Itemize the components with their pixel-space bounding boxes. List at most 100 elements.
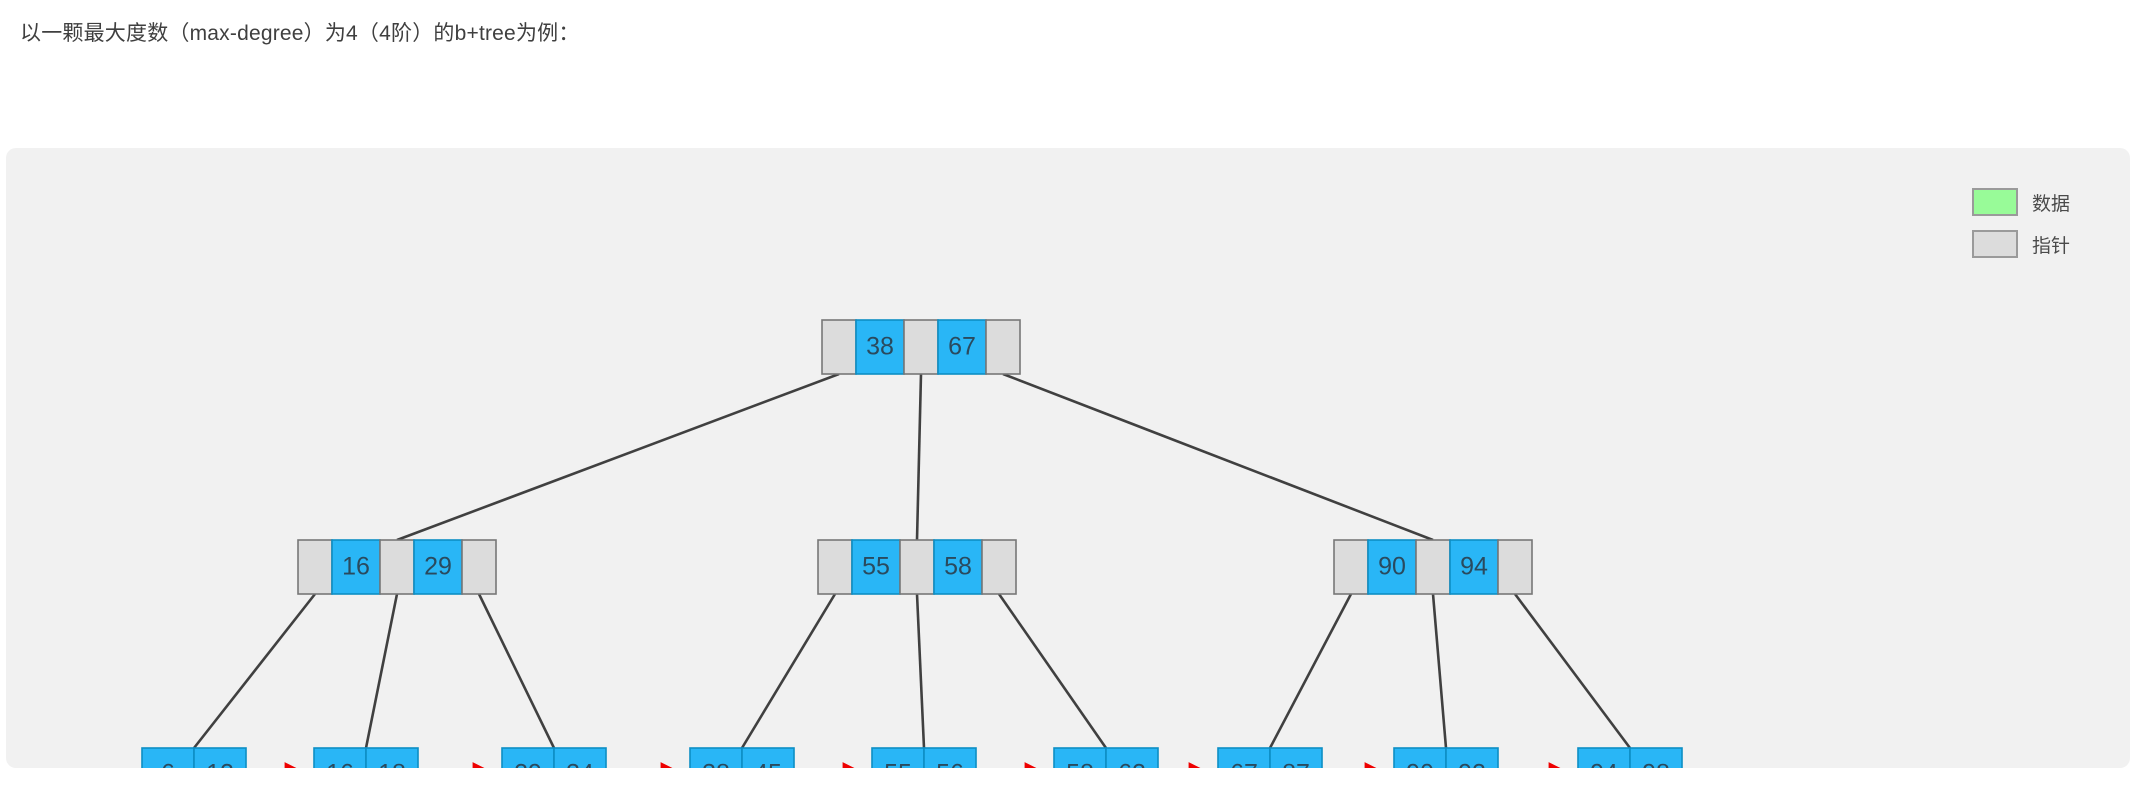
leaf-key-cell <box>741 747 795 768</box>
key-value: 90 <box>1378 553 1406 581</box>
btree-diagram-panel: 3867162955589094612161829343845555658626… <box>6 148 2130 768</box>
tree-edge <box>1513 593 1632 749</box>
leaf-key-cell <box>1629 747 1683 768</box>
leaf-key-value: 92 <box>1458 760 1486 768</box>
key-cell <box>855 319 905 375</box>
leaf-key-value: 98 <box>1642 760 1670 768</box>
legend-item-data: 数据 <box>1971 188 2070 216</box>
pointer-cell <box>903 319 939 375</box>
tree-edge <box>915 373 923 541</box>
tree-edge <box>364 593 399 749</box>
key-value: 58 <box>944 553 972 581</box>
pointer-cell <box>297 539 333 595</box>
leaf-key-value: 38 <box>702 760 730 768</box>
tree-edge <box>740 593 837 749</box>
leaf-key-value: 87 <box>1282 760 1310 768</box>
leaf-key-value: 45 <box>754 760 782 768</box>
leaf-key-cell <box>141 747 195 768</box>
pointer-cell <box>899 539 935 595</box>
btree-node-internal-1[interactable]: 55 58 <box>817 539 1017 595</box>
leaf-key-cell <box>1105 747 1159 768</box>
btree-svg: 3867162955589094612161829343845555658626… <box>141 319 1683 768</box>
tree-edge-layer <box>192 372 1632 749</box>
key-value: 67 <box>948 333 976 361</box>
leaf-key-cell <box>193 747 247 768</box>
key-cell <box>1367 539 1417 595</box>
pointer-cell <box>985 319 1021 375</box>
key-value: 38 <box>866 333 894 361</box>
tree-edge <box>1431 593 1448 749</box>
pointer-cell <box>981 539 1017 595</box>
btree-leaf-leaf-0[interactable]: 6 12 <box>141 747 247 768</box>
leaf-key-cell <box>1445 747 1499 768</box>
leaf-key-value: 16 <box>326 760 354 768</box>
btree-leaf-leaf-7[interactable]: 90 92 <box>1393 747 1499 768</box>
leaf-key-value: 12 <box>206 760 234 768</box>
key-value: 29 <box>424 553 452 581</box>
tree-edge <box>192 593 317 749</box>
key-cell <box>331 539 381 595</box>
leaf-key-cell <box>501 747 555 768</box>
tree-edge <box>477 593 556 749</box>
key-cell <box>937 319 987 375</box>
leaf-key-value: 34 <box>566 760 594 768</box>
leaf-key-value: 94 <box>1590 760 1618 768</box>
leaf-key-cell <box>365 747 419 768</box>
leaf-key-cell <box>1393 747 1447 768</box>
pointer-cell <box>379 539 415 595</box>
btree-leaf-leaf-2[interactable]: 29 34 <box>501 747 607 768</box>
legend-label-data: 数据 <box>2031 193 2070 215</box>
page-title: 以一颗最大度数（max-degree）为4（4阶）的b+tree为例： <box>20 22 580 45</box>
tree-edge <box>997 593 1108 749</box>
tree-node-layer: 3867162955589094612161829343845555658626… <box>141 319 1683 768</box>
legend: 数据 指针 <box>1971 188 2070 258</box>
leaf-key-cell <box>313 747 367 768</box>
leaf-key-cell <box>871 747 925 768</box>
leaf-key-cell <box>1269 747 1323 768</box>
key-cell <box>933 539 983 595</box>
key-value: 55 <box>862 553 890 581</box>
key-value: 94 <box>1460 553 1488 581</box>
leaf-key-cell <box>1217 747 1271 768</box>
pointer-cell <box>817 539 853 595</box>
pointer-cell <box>821 319 857 375</box>
legend-swatch-pointer <box>1971 230 2018 258</box>
leaf-key-value: 90 <box>1406 760 1434 768</box>
legend-label-pointer: 指针 <box>2031 235 2070 257</box>
leaf-key-value: 58 <box>1066 760 1094 768</box>
btree-leaf-leaf-4[interactable]: 55 56 <box>871 747 977 768</box>
leaf-key-value: 55 <box>884 760 912 768</box>
pointer-cell <box>1415 539 1451 595</box>
btree-leaf-leaf-6[interactable]: 67 87 <box>1217 747 1323 768</box>
btree-leaf-leaf-8[interactable]: 94 98 <box>1577 747 1683 768</box>
tree-edge <box>1002 372 1434 542</box>
pointer-cell <box>1497 539 1533 595</box>
pointer-cell <box>1333 539 1369 595</box>
leaf-key-value: 62 <box>1118 760 1146 768</box>
leaf-key-value: 56 <box>936 760 964 768</box>
key-cell <box>413 539 463 595</box>
btree-node-internal-2[interactable]: 90 94 <box>1333 539 1533 595</box>
legend-swatch-data <box>1971 188 2018 216</box>
legend-item-pointer: 指针 <box>1971 230 2070 258</box>
tree-edge <box>1268 593 1353 749</box>
key-cell <box>851 539 901 595</box>
leaf-key-value: 6 <box>161 760 175 768</box>
leaf-key-cell <box>923 747 977 768</box>
btree-leaf-leaf-1[interactable]: 1618 <box>313 747 419 768</box>
pointer-cell <box>461 539 497 595</box>
tree-edge <box>396 372 840 542</box>
leaf-key-cell <box>553 747 607 768</box>
leaf-key-cell <box>1053 747 1107 768</box>
key-value: 16 <box>342 553 370 581</box>
tree-edge <box>915 593 926 749</box>
leaf-key-value: 67 <box>1230 760 1258 768</box>
leaf-key-cell <box>1577 747 1631 768</box>
leaf-key-value: 29 <box>514 760 542 768</box>
btree-leaf-leaf-5[interactable]: 58 62 <box>1053 747 1159 768</box>
btree-node-root[interactable]: 38 67 <box>821 319 1021 375</box>
btree-leaf-leaf-3[interactable]: 38 45 <box>689 747 795 768</box>
leaf-key-value: 18 <box>378 760 406 768</box>
leaf-key-cell <box>689 747 743 768</box>
